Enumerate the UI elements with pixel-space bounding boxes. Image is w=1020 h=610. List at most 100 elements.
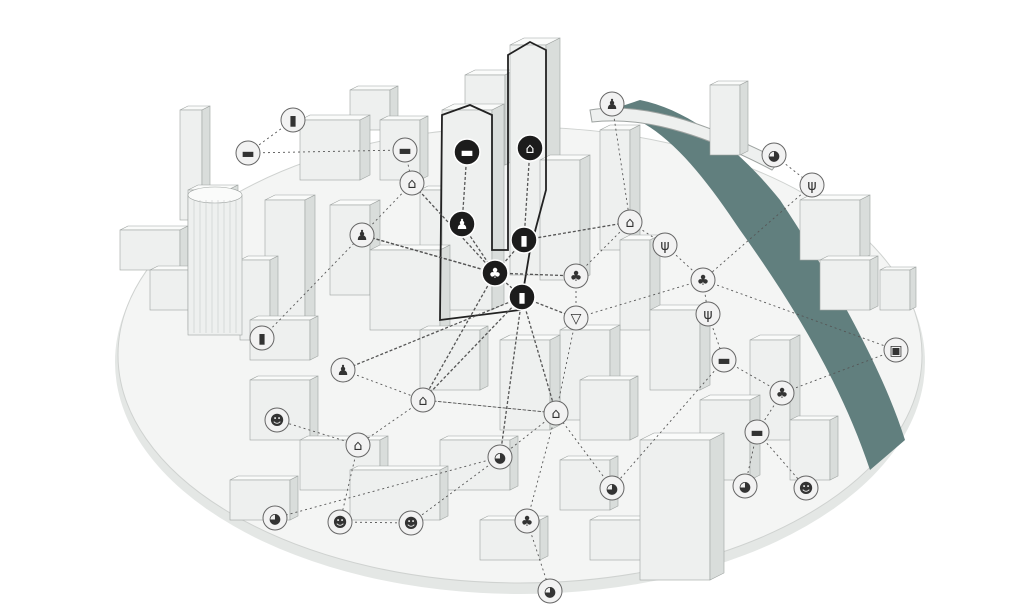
house-icon: ⌂ <box>552 406 561 422</box>
node-tree: ♣ <box>514 508 540 534</box>
cocktail-icon: ▽ <box>571 311 582 327</box>
node-palette: ◕ <box>487 444 513 470</box>
network-edge <box>261 234 363 339</box>
building <box>819 255 879 311</box>
node-house: ⌂ <box>399 170 425 196</box>
building <box>649 304 711 391</box>
node-mask: ☻ <box>264 407 290 433</box>
node-house: ⌂ <box>617 209 643 235</box>
node-fork-knife: ψ <box>799 172 825 198</box>
fork-knife-icon: ψ <box>807 178 816 194</box>
node-house: ⌂ <box>410 387 436 413</box>
tree-icon: ♣ <box>776 386 789 402</box>
palette-icon: ◕ <box>739 479 751 495</box>
network-edge <box>357 399 424 446</box>
node-bed: ▬ <box>711 347 737 373</box>
node-tree: ♣ <box>690 267 716 293</box>
node-bag: ▮ <box>280 107 306 133</box>
building <box>249 375 319 441</box>
node-mask: ☻ <box>793 475 819 501</box>
node-palette: ◕ <box>599 475 625 501</box>
building <box>619 234 661 331</box>
network-edge <box>523 221 631 241</box>
network-edge <box>422 272 496 401</box>
node-bed: ▬ <box>744 419 770 445</box>
building <box>539 154 591 281</box>
node-house: ⌂ <box>345 432 371 458</box>
network-edge <box>342 296 523 371</box>
network-nodes: ▬⌂♟▮♣▮▮▬▬⌂♟▮♟⌂⌂☻⌂◕◕☻☻♣◕♟⌂♣▽ψ♣ψ▬♣▬◕ψ▣◕◕☻ <box>235 91 909 604</box>
building <box>799 194 871 261</box>
network-edge <box>702 279 897 351</box>
bag-icon: ▮ <box>289 113 297 129</box>
bed-icon: ▬ <box>398 143 411 159</box>
network-edge <box>781 349 897 394</box>
network-edge <box>664 244 704 281</box>
building <box>369 244 451 331</box>
network-edge <box>702 184 813 281</box>
person-desk-icon: ♟ <box>337 363 350 379</box>
building <box>299 435 389 491</box>
building <box>419 325 489 391</box>
network-edge <box>494 272 577 277</box>
building <box>299 114 371 181</box>
building <box>349 465 449 521</box>
palette-icon: ◕ <box>768 148 780 164</box>
palette-icon: ◕ <box>606 481 618 497</box>
network-edge <box>361 234 496 274</box>
network-edge <box>247 149 406 154</box>
network-edge <box>611 359 725 489</box>
node-palette: ◕ <box>732 473 758 499</box>
network-edge <box>410 456 501 524</box>
node-fork-knife: ψ <box>652 232 678 258</box>
node-cocktail: ▽ <box>563 305 589 331</box>
node-tree: ♣ <box>563 263 589 289</box>
node-person-desk: ♟ <box>330 357 356 383</box>
building <box>579 375 639 441</box>
node-tree: ♣ <box>481 259 509 287</box>
node-fork-knife: ψ <box>695 301 721 327</box>
person-desk-icon: ♟ <box>356 228 369 244</box>
node-bed: ▬ <box>453 138 481 166</box>
node-bed: ▬ <box>235 140 261 166</box>
house-icon: ⌂ <box>419 393 428 409</box>
bag-icon: ▮ <box>258 331 266 347</box>
tree-icon: ♣ <box>521 514 534 530</box>
building <box>879 266 917 311</box>
node-mask: ☻ <box>327 509 353 535</box>
node-mask: ☻ <box>398 510 424 536</box>
fork-knife-icon: ψ <box>660 238 669 254</box>
bed-icon: ▬ <box>241 146 254 162</box>
network-edge <box>555 317 577 414</box>
node-palette: ◕ <box>761 142 787 168</box>
palette-icon: ◕ <box>269 511 281 527</box>
network-edge <box>499 296 523 458</box>
tree-icon: ♣ <box>697 273 710 289</box>
bag-icon: ▮ <box>518 290 526 306</box>
house-icon: ⌂ <box>354 438 363 454</box>
mask-icon: ☻ <box>333 515 348 531</box>
network-edge <box>339 444 359 523</box>
person-desk-icon: ♟ <box>606 97 619 113</box>
node-palette: ◕ <box>262 505 288 531</box>
house-icon: ⌂ <box>526 141 535 157</box>
network-edge <box>361 234 496 274</box>
building <box>229 475 299 521</box>
node-house: ⌂ <box>543 400 569 426</box>
palette-icon: ◕ <box>494 450 506 466</box>
network-edge <box>422 399 557 414</box>
building <box>789 415 839 481</box>
mask-icon: ☻ <box>404 516 419 532</box>
node-bag: ▮ <box>510 226 538 254</box>
bed-icon: ▬ <box>460 145 473 161</box>
train-icon: ▣ <box>889 343 902 359</box>
building <box>639 432 725 581</box>
node-palette: ◕ <box>537 578 563 604</box>
node-tree: ♣ <box>769 380 795 406</box>
house-icon: ⌂ <box>626 215 635 231</box>
network-edge <box>521 296 557 414</box>
tree-icon: ♣ <box>570 269 583 285</box>
node-bag: ▮ <box>508 283 536 311</box>
bed-icon: ▬ <box>750 425 763 441</box>
